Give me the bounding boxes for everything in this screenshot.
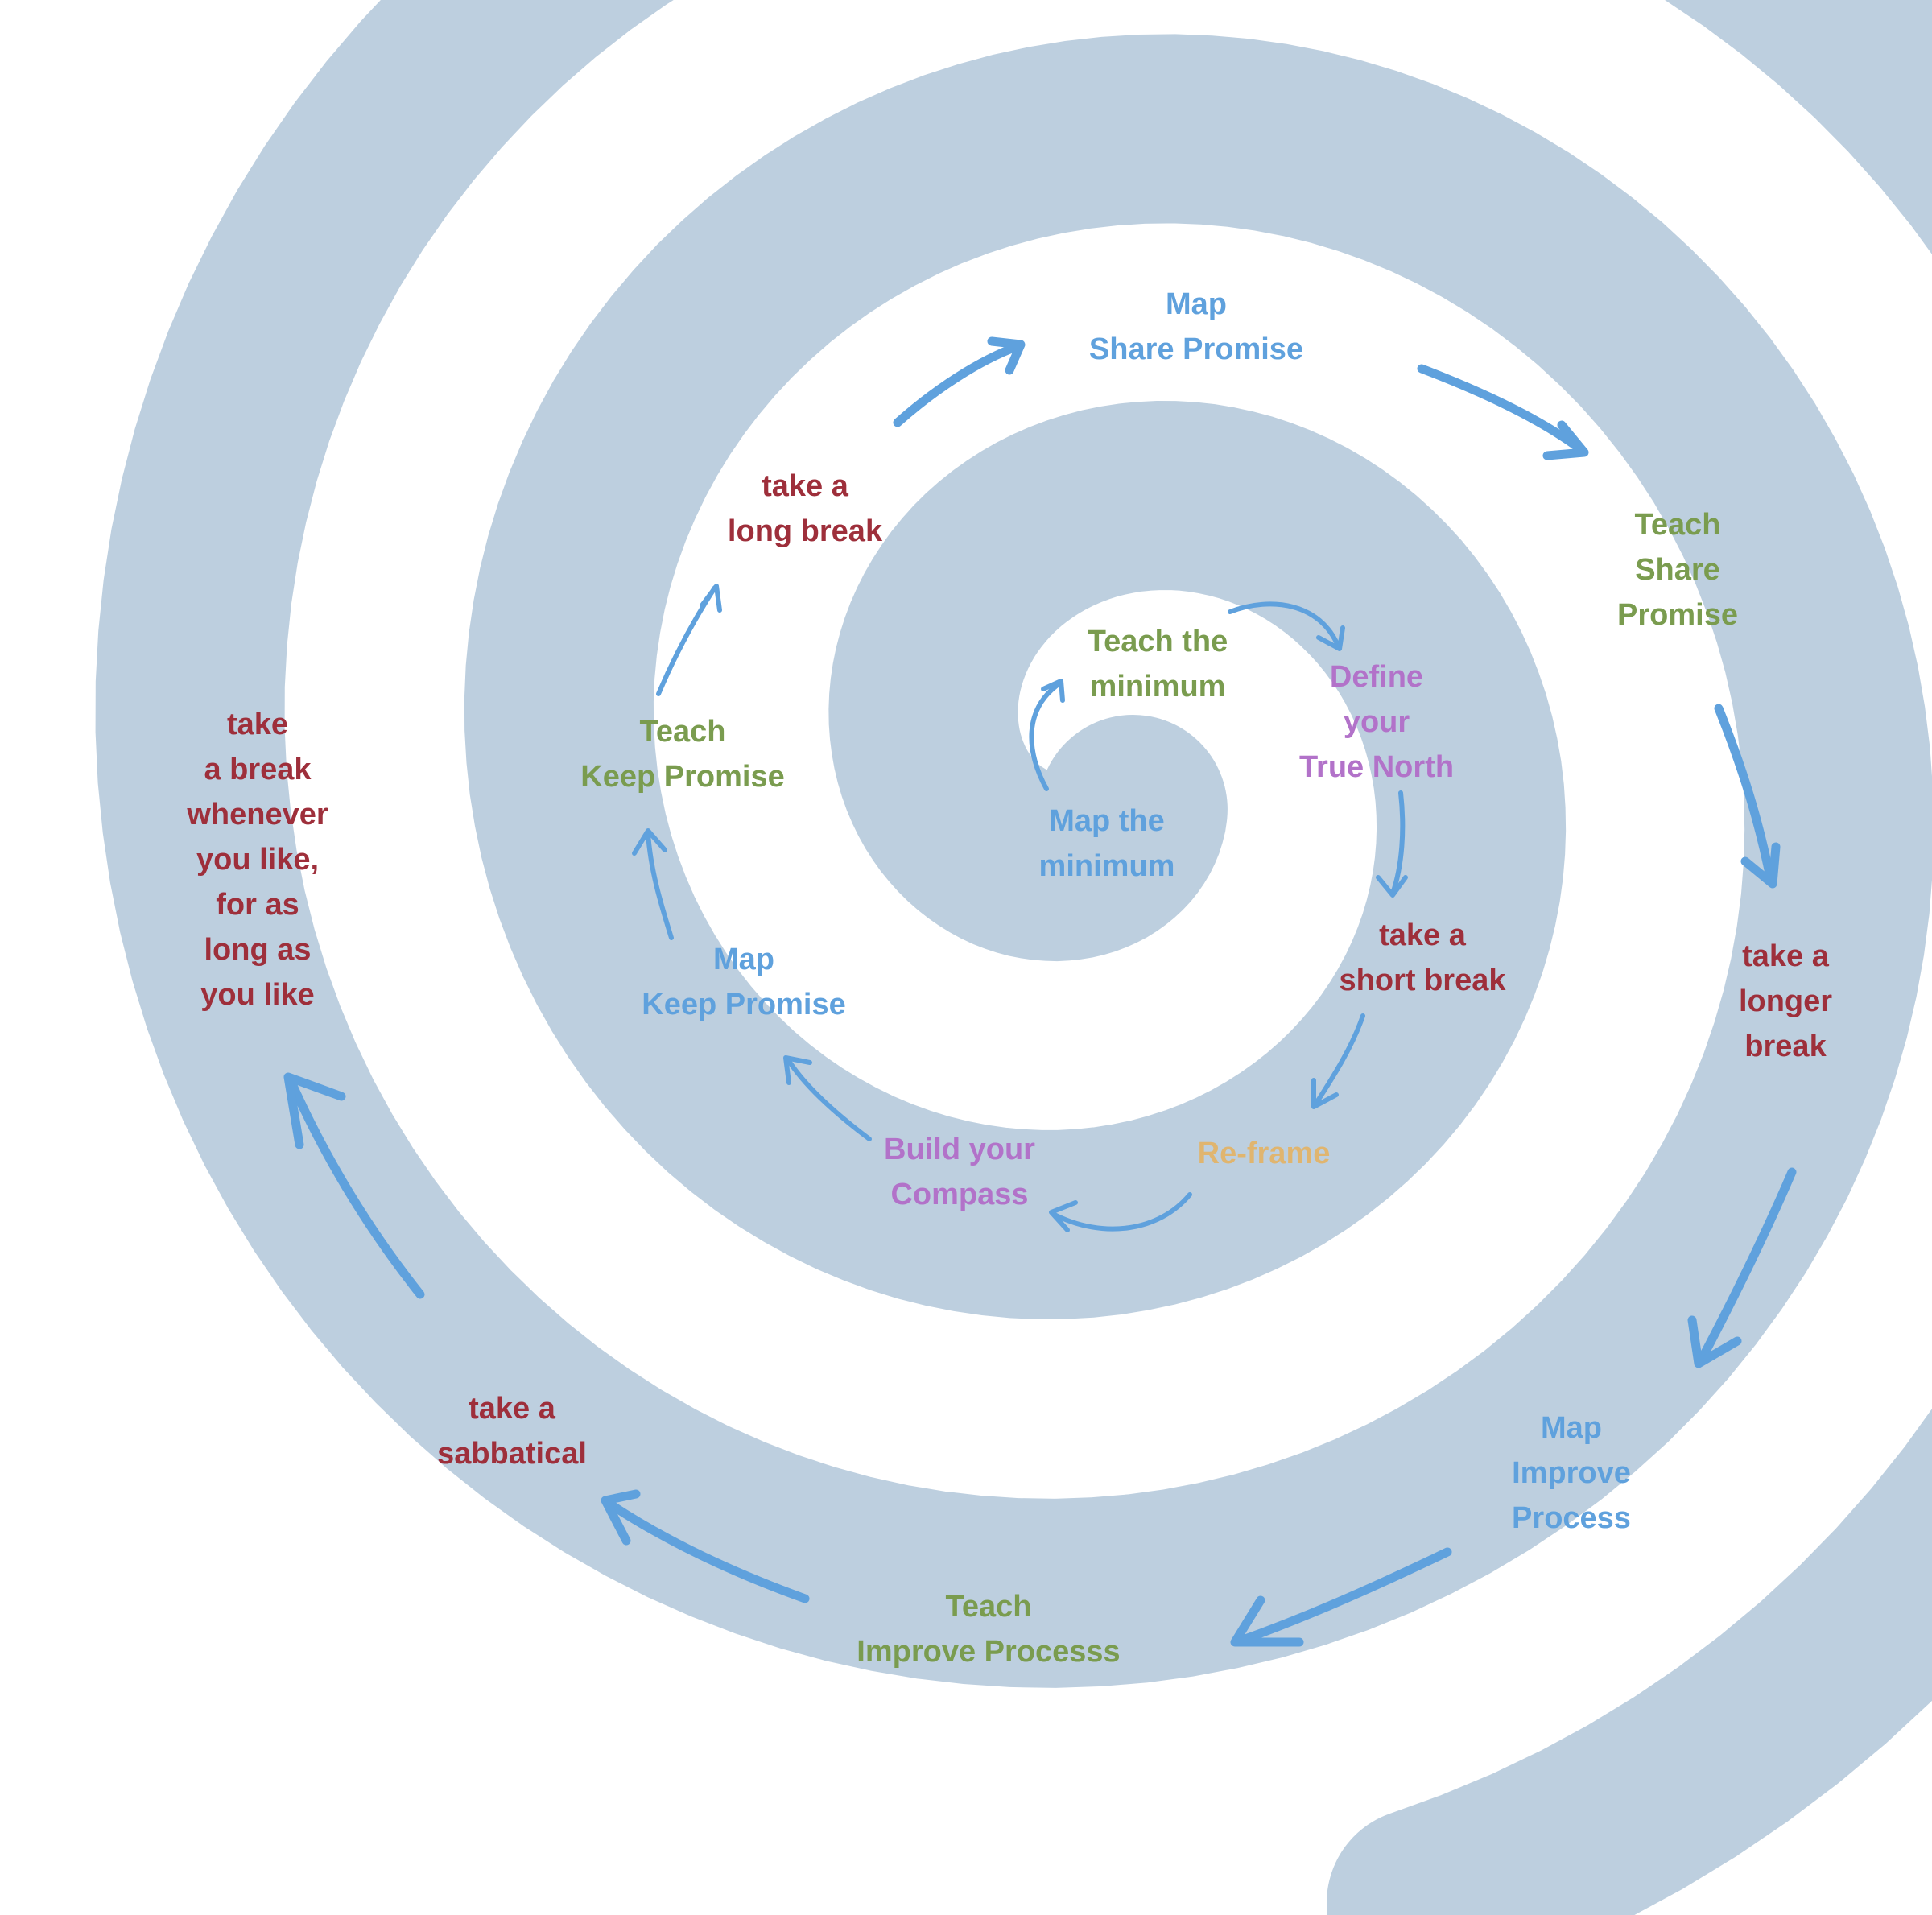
- arrow-map-improve-to-teach-improve: [1232, 1547, 1452, 1647]
- arrow-teach-improve-to-sabbatical: [602, 1497, 810, 1603]
- arrowhead: [1542, 420, 1589, 460]
- label-longer-break: take a longer break: [1738, 939, 1833, 1063]
- arrow-teach-keep-to-long-break: [656, 585, 717, 696]
- arrowhead: [783, 1055, 812, 1085]
- arrowhead: [987, 336, 1026, 375]
- arrowhead: [1687, 1315, 1742, 1368]
- arrow-teach-minimum-to-define: [1228, 601, 1340, 648]
- label-map-improve-process: Map Improve Process: [1512, 1411, 1631, 1535]
- arrow-map-to-teach-minimum: [1029, 680, 1063, 791]
- arrowhead: [1049, 1200, 1078, 1232]
- label-break-whenever: take a break whenever you like, for as l…: [187, 708, 328, 1012]
- arrowhead: [1041, 679, 1065, 703]
- label-teach-improve-process: Teach Improve Processs: [857, 1590, 1121, 1669]
- label-map-keep-promise: Map Keep Promise: [642, 943, 846, 1021]
- label-reframe: Re-frame: [1197, 1137, 1331, 1170]
- arrowhead: [1311, 1078, 1339, 1109]
- arrowhead: [601, 1489, 641, 1546]
- arrow-layer: [283, 336, 1797, 1647]
- arrow-long-break-to-map-share: [893, 341, 1023, 427]
- arrowhead: [1740, 842, 1781, 889]
- label-teach-the-minimum: Teach the minimum: [1087, 625, 1228, 704]
- spiral-band: [95, 0, 1932, 1915]
- arrow-map-share-to-teach-share: [1417, 364, 1587, 456]
- arrowhead: [283, 1072, 346, 1149]
- arrow-short-break-to-reframe: [1313, 1013, 1365, 1107]
- arrow-define-to-short-break: [1390, 790, 1406, 896]
- label-sabbatical: take a sabbatical: [437, 1392, 587, 1471]
- arrowhead: [700, 584, 722, 613]
- arrow-sabbatical-to-whenever: [285, 1074, 425, 1299]
- arrow-teach-share-to-longer-break: [1714, 704, 1776, 886]
- arrowhead: [1316, 625, 1345, 651]
- label-long-break: take a long break: [727, 469, 883, 548]
- arrowhead: [632, 828, 667, 856]
- arrow-map-keep-to-teach-keep: [646, 831, 674, 940]
- label-teach-share-promise: Teach Share Promise: [1617, 508, 1738, 632]
- arrow-reframe-to-compass: [1051, 1192, 1192, 1232]
- label-define-true-north: Define your True North: [1298, 660, 1455, 784]
- label-teach-keep-promise: Teach Keep Promise: [580, 715, 785, 794]
- arrow-longer-break-to-map-improve: [1695, 1167, 1797, 1367]
- arrowhead: [1376, 875, 1408, 898]
- label-short-break: take a short break: [1339, 918, 1506, 997]
- arrow-compass-to-map-keep: [785, 1056, 872, 1141]
- label-build-compass: Build your Compass: [884, 1133, 1035, 1211]
- label-map-the-minimum: Map the minimum: [1038, 804, 1175, 883]
- label-map-share-promise: Map Share Promise: [1088, 287, 1304, 366]
- arrowhead: [1230, 1595, 1304, 1647]
